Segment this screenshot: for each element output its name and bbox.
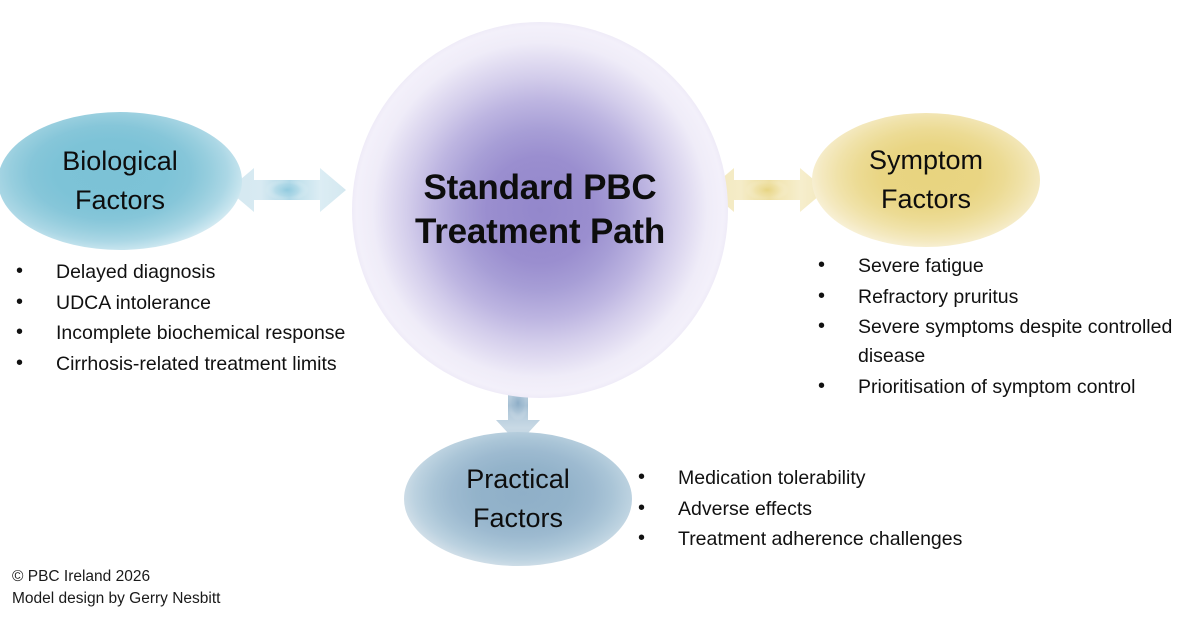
footer-author: Model design by Gerry Nesbitt (12, 590, 221, 607)
node-practical-factors[interactable]: Practical Factors (404, 432, 632, 566)
bullet-list-symptom-factors: Severe fatigue Refractory pruritus Sever… (812, 251, 1199, 403)
footer-copyright: © PBC Ireland 2026 (12, 568, 151, 585)
node-symptom-factors[interactable]: Symptom Factors (812, 113, 1040, 247)
node-practical-label-line1: Practical (466, 463, 570, 494)
node-symptom-label-line2: Factors (880, 184, 972, 214)
list-item: Severe symptoms despite controlled disea… (812, 312, 1199, 370)
list-item: Incomplete biochemical response (10, 318, 430, 348)
list-item: Prioritisation of symptom control (812, 372, 1199, 402)
node-biological-label-line1: Biological (62, 145, 178, 176)
central-hub-title: Standard PBC Treatment Path (352, 22, 728, 398)
list-item: Medication tolerability (632, 463, 1052, 493)
node-symptom-label-line1: Symptom (868, 144, 984, 175)
list-item: Treatment adherence challenges (632, 524, 1052, 554)
node-biological-factors[interactable]: Biological Factors (0, 112, 242, 250)
arrow-highlight (745, 179, 789, 201)
node-practical-label-line2: Factors (472, 503, 564, 533)
list-item: Severe fatigue (812, 251, 1199, 281)
footer-credit: © PBC Ireland 2026 Model design by Gerry… (12, 566, 220, 610)
bullet-list-practical-factors: Medication tolerability Adverse effects … (632, 463, 1052, 556)
list-item: Delayed diagnosis (10, 257, 430, 287)
list-item: Refractory pruritus (812, 282, 1199, 312)
bullet-list-biological-factors: Delayed diagnosis UDCA intolerance Incom… (10, 257, 430, 381)
list-item: UDCA intolerance (10, 288, 430, 318)
central-hub-title-line2: Treatment Path (414, 212, 666, 251)
list-item: Cirrhosis-related treatment limits (10, 349, 430, 379)
connector-right-double-arrow (708, 168, 826, 212)
central-hub-title-line1: Standard PBC (423, 167, 657, 207)
node-biological-label-line2: Factors (74, 185, 166, 215)
connector-left-double-arrow (228, 168, 346, 212)
arrow-highlight (265, 179, 309, 201)
list-item: Adverse effects (632, 494, 1052, 524)
